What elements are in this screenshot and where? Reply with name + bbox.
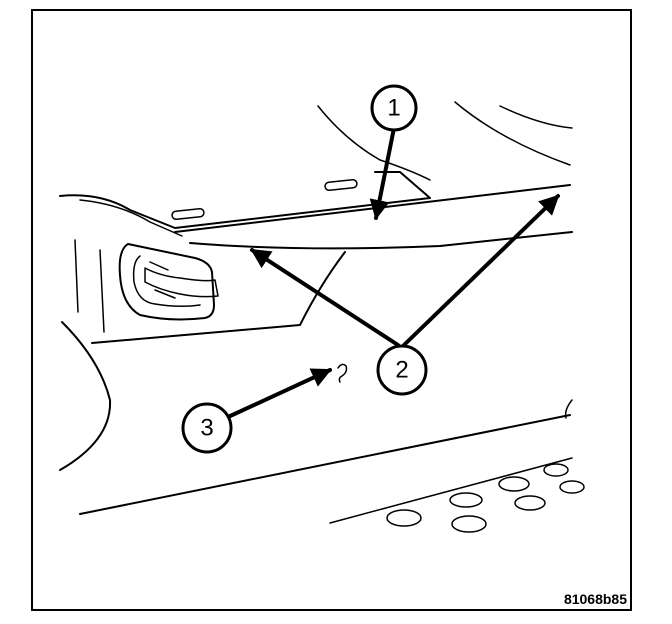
floor-edge [329,457,573,524]
right-panel-curve-outer [454,101,571,166]
door-handle-lever [144,267,219,298]
right-panel-curve-inner [499,105,573,129]
leader-arrow-2a [250,248,400,347]
clip-hook [337,363,348,383]
door-handle-lever-lines [149,261,176,299]
lower-right-curve [564,399,573,419]
floor-button [449,492,483,508]
armrest-edge [91,251,346,344]
left-panel-edge-1 [74,239,79,313]
floor-button [451,515,487,533]
lower-left-curve [59,321,112,471]
upper-panel-curve [317,105,431,181]
leader-arrow-2b [402,194,560,347]
trim-slot-right [324,178,358,192]
floor-button [543,463,569,477]
callout-3: 3 [181,402,233,454]
callout-1-label: 1 [387,94,400,121]
leader-arrow-1 [369,126,396,220]
leader-arrow-3 [226,368,332,419]
callout-1: 1 [370,84,418,132]
floor-button [386,509,422,527]
trim-slot-left [171,207,205,221]
floor-button [559,480,585,494]
callout-2: 2 [376,344,428,396]
floor-button [514,495,546,511]
floor-buttons [386,463,585,533]
diagram-border [31,9,632,611]
door-handle-bezel [118,243,215,321]
panel-edge-upper [174,184,571,233]
floor-button [498,476,530,492]
callout-3-label: 3 [200,414,213,441]
callout-2-label: 2 [395,356,408,383]
panel-edge-lower [189,231,573,250]
figure-code: 81068b85 [564,591,627,607]
left-panel-edge-2 [99,249,105,333]
upper-trim-outline [59,171,431,229]
door-handle-inner [132,255,201,308]
lower-body-line [79,414,571,515]
upper-trim-inner [79,199,183,237]
